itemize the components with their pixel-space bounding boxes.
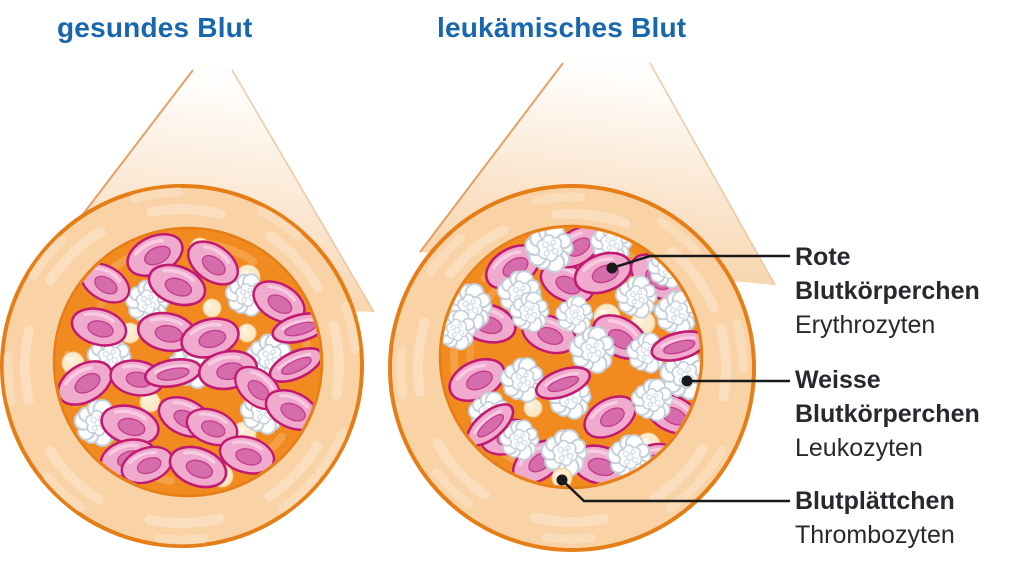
label-leukocytes-term: Weisse Blutkörperchen xyxy=(795,366,980,428)
red-blood-cell xyxy=(583,395,637,439)
platelet xyxy=(237,323,257,343)
red-blood-cell xyxy=(448,357,506,403)
white-blood-cell xyxy=(606,434,652,480)
red-blood-cell xyxy=(56,360,114,406)
pointer-line-rbc xyxy=(611,254,790,270)
label-erythrocytes-term: Rote Blutkörperchen xyxy=(795,243,980,305)
platelet xyxy=(139,391,161,413)
vessel-healthy xyxy=(0,69,375,548)
red-blood-cell xyxy=(147,263,207,307)
cells-healthy xyxy=(56,232,320,489)
red-blood-cell xyxy=(465,403,515,447)
pointer-lines xyxy=(556,254,790,503)
red-blood-cell xyxy=(187,240,239,286)
white-blood-cell xyxy=(555,295,594,335)
red-blood-cell xyxy=(79,262,131,304)
red-blood-cell xyxy=(100,404,160,446)
label-leukocytes: Weisse Blutkörperchen Leukozyten xyxy=(795,363,1024,465)
white-blood-cell xyxy=(568,326,616,374)
pointer-dot-plt xyxy=(556,474,568,486)
title-healthy-blood: gesundes Blut xyxy=(57,12,253,43)
red-blood-cell xyxy=(180,317,240,359)
pointer-dot-wbc xyxy=(681,375,693,387)
label-erythrocytes: Rote Blutkörperchen Erythrozyten xyxy=(795,240,1024,342)
white-blood-cell xyxy=(499,357,545,403)
white-blood-cell xyxy=(614,275,658,319)
label-erythrocytes-subterm: Erythrozyten xyxy=(795,311,936,339)
label-thrombocytes-subterm: Thrombozyten xyxy=(795,521,955,549)
red-blood-cell xyxy=(120,445,174,485)
platelet xyxy=(202,298,222,318)
white-blood-cell xyxy=(653,290,699,336)
label-thrombocytes: Blutplättchen Thrombozyten xyxy=(795,484,1024,552)
red-blood-cell xyxy=(535,366,591,400)
red-blood-cell xyxy=(185,407,239,447)
label-leukocytes-subterm: Leukozyten xyxy=(795,434,923,462)
pointer-dot-rbc xyxy=(606,262,618,274)
title-leukemic-blood: leukämisches Blut xyxy=(437,12,687,43)
red-blood-cell xyxy=(650,330,700,362)
white-blood-cell xyxy=(509,291,550,333)
red-blood-cell xyxy=(168,445,228,489)
white-blood-cell xyxy=(499,419,540,461)
pointer-line-plt xyxy=(561,479,790,503)
white-blood-cell xyxy=(630,378,674,422)
vessel-leukemic xyxy=(388,62,776,552)
red-blood-cell xyxy=(573,251,633,295)
red-blood-cell xyxy=(70,307,128,347)
label-thrombocytes-term: Blutplättchen xyxy=(795,487,955,515)
red-blood-cell xyxy=(144,358,202,388)
red-blood-cell xyxy=(218,435,276,475)
cells-leukemic xyxy=(442,228,700,486)
white-blood-cell xyxy=(442,309,477,351)
